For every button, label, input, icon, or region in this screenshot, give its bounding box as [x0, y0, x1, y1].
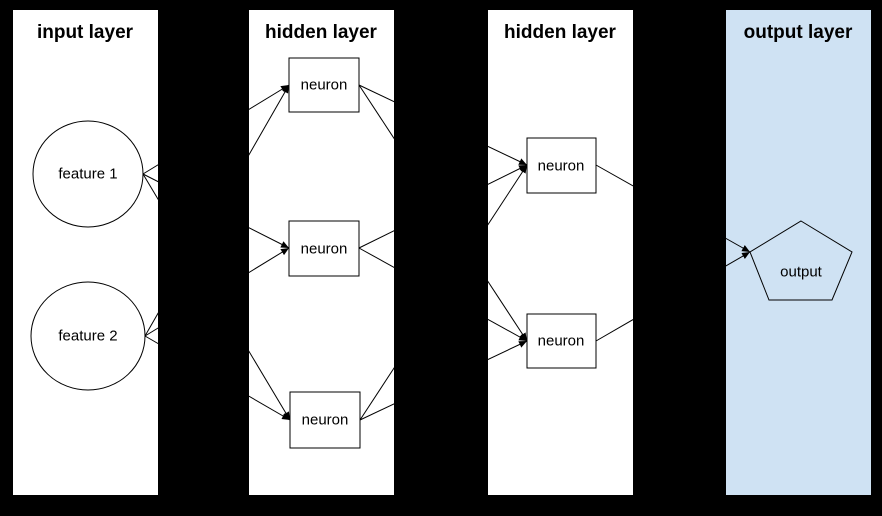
node-feature2-label: feature 2 — [58, 328, 117, 345]
node-neuron2-box — [288, 220, 360, 277]
node-feature1-circle — [32, 120, 144, 228]
node-output-label: output — [780, 264, 823, 281]
node-neuron3-label: neuron — [302, 412, 349, 429]
edge-feature1-neuron3 — [142, 173, 291, 421]
node-feature2-circle — [30, 281, 146, 391]
edge-neuron1-neuron5 — [358, 84, 528, 342]
edge-neuron2-neuron5 — [358, 247, 528, 342]
node-feature1-label: feature 1 — [58, 166, 117, 183]
edges-group — [142, 84, 751, 421]
panel-title-input-layer: input layer — [37, 22, 134, 43]
edge-feature2-neuron3 — [144, 335, 291, 421]
panel-title-output-layer: output layer — [744, 22, 853, 43]
node-neuron5-box — [526, 313, 597, 369]
edge-neuron4-output — [595, 164, 751, 253]
node-neuron4-label: neuron — [538, 158, 585, 175]
edge-feature1-neuron2 — [142, 173, 290, 249]
node-neuron1-label: neuron — [301, 77, 348, 94]
edge-neuron1-neuron4 — [358, 84, 528, 166]
edge-neuron5-output — [595, 251, 751, 342]
panel-title-hidden-layer-1: hidden layer — [265, 22, 378, 43]
edge-feature2-neuron2 — [144, 247, 290, 337]
panel-input-layer — [13, 10, 158, 495]
panel-hidden-layer-2 — [488, 10, 633, 495]
panel-output-layer — [726, 10, 871, 495]
edge-neuron3-neuron4 — [359, 164, 528, 421]
edge-feature2-neuron1 — [144, 84, 290, 337]
node-neuron3-box — [289, 391, 361, 449]
node-output-pentagon — [749, 220, 853, 301]
node-neuron5-label: neuron — [538, 333, 585, 350]
node-neuron2-label: neuron — [301, 241, 348, 258]
edge-feature1-neuron1 — [142, 84, 290, 175]
node-neuron4-box — [526, 137, 597, 194]
node-neuron1-box — [288, 57, 360, 113]
panel-title-hidden-layer-2: hidden layer — [504, 22, 617, 43]
edge-neuron2-neuron4 — [358, 164, 528, 249]
edge-neuron3-neuron5 — [359, 340, 528, 421]
